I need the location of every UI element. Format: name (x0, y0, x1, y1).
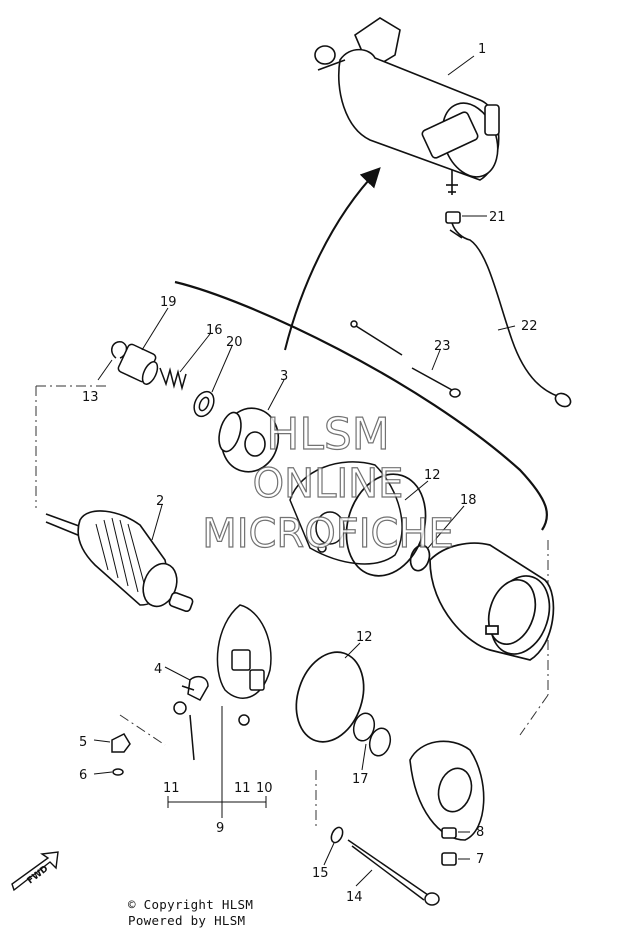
explode-frame (35, 385, 549, 830)
o-rings (295, 473, 431, 743)
powered-by-text: Powered by HLSM (128, 913, 246, 928)
callout-13: 13 (82, 390, 99, 405)
watermark: HLSM ONLINE MICROFICHE (202, 408, 455, 557)
callout-12a: 12 (424, 468, 441, 483)
armature (45, 510, 194, 613)
callout-11a: 11 (163, 781, 180, 796)
callout-10: 10 (256, 781, 273, 796)
exploded-bracket (174, 280, 549, 531)
callout-4: 4 (154, 662, 162, 677)
callout-22: 22 (521, 319, 538, 334)
callout-2: 2 (156, 494, 164, 509)
rods (350, 320, 461, 398)
callout-1: 1 (478, 42, 486, 57)
copyright-text: © Copyright HLSM (128, 897, 254, 912)
callout-5: 5 (79, 735, 87, 750)
callout-16: 16 (206, 323, 223, 338)
lead-wire (445, 211, 572, 408)
callout-11b: 11 (234, 781, 251, 796)
fwd-arrow: FWD (11, 851, 59, 892)
leader-lines (93, 55, 516, 887)
callout-12b: 12 (356, 630, 373, 645)
small-o-rings (352, 712, 392, 757)
watermark-line3: MICROFICHE (202, 511, 454, 557)
watermark-line1: HLSM (266, 409, 390, 460)
nut-washer (111, 733, 131, 776)
rear-cover (409, 740, 485, 866)
small-parts-upper (111, 341, 215, 418)
callout-6: 6 (79, 768, 87, 783)
callout-21: 21 (489, 210, 506, 225)
callout-14: 14 (346, 890, 363, 905)
front-cover (289, 461, 403, 565)
callout-3: 3 (280, 369, 288, 384)
assembly-arrow (284, 167, 381, 351)
callout-23: 23 (434, 339, 451, 354)
watermark-line2: ONLINE (253, 461, 404, 507)
starter-motor (314, 17, 500, 195)
through-bolt (330, 826, 440, 906)
brush-holder (173, 604, 272, 761)
starter-clutch (218, 407, 280, 473)
callout-20: 20 (226, 335, 243, 350)
callout-18: 18 (460, 493, 477, 508)
callout-17: 17 (352, 772, 369, 787)
callout-19: 19 (160, 295, 177, 310)
callout-8: 8 (476, 825, 484, 840)
callout-7: 7 (476, 852, 484, 867)
callout-labels: 1 2 3 4 5 6 7 8 9 10 11 11 11 12 12 13 1… (79, 42, 538, 905)
callout-9: 9 (216, 821, 224, 836)
yoke (429, 542, 555, 661)
callout-15: 15 (312, 866, 329, 881)
